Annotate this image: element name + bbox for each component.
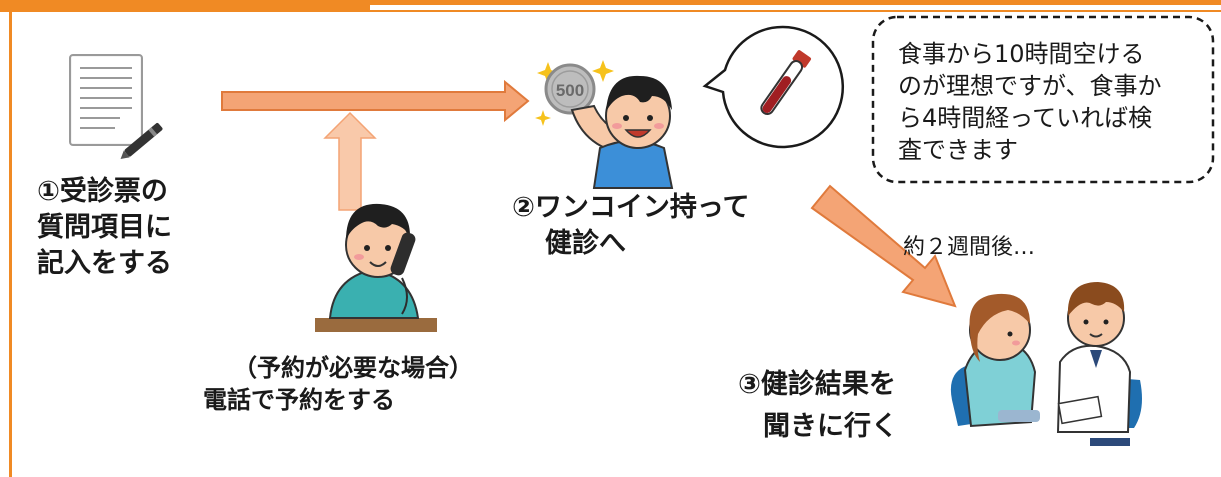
doctor-patient-icon <box>950 282 1142 446</box>
callout-box <box>871 15 1215 184</box>
frame-top-bar <box>0 0 1221 5</box>
step2-line-1: ②ワンコイン持って <box>512 192 750 223</box>
interval-note: 約２週間後… <box>903 235 1036 260</box>
coin-label: 500 <box>556 81 584 100</box>
step2-line-2: 健診へ <box>545 228 626 259</box>
step3-line-1: ③健診結果を <box>738 369 896 400</box>
frame-top-line <box>12 10 1221 12</box>
coin-person-icon: 500 <box>535 60 674 189</box>
reservation-line-1: （予約が必要な場合） <box>233 354 473 382</box>
step3-line-2: 聞きに行く <box>763 411 898 442</box>
step3-label: ③健診結果を 聞きに行く <box>738 364 898 448</box>
frame-left-bar <box>9 5 12 477</box>
reservation-label: （予約が必要な場合） 電話で予約をする <box>203 352 473 416</box>
phone-person-icon <box>315 203 437 332</box>
callout-text: 食事から10時間空ける のが理想ですが、食事か ら4時間経っていれば検 査できま… <box>898 38 1208 166</box>
callout-line-4: 査できます <box>898 136 1018 164</box>
callout-line-3: ら4時間経っていれば検 <box>898 104 1153 132</box>
arrow-step1-to-step2 <box>221 79 530 123</box>
step1-line-2: 質問項目に <box>37 212 172 243</box>
step1-line-3: 記入をする <box>37 248 172 279</box>
callout-line-1: 食事から10時間空ける <box>898 40 1145 68</box>
step1-label: ①受診票の 質問項目に 記入をする <box>37 174 172 282</box>
step1-line-1: ①受診票の <box>37 176 168 207</box>
callout-line-2: のが理想ですが、食事か <box>898 72 1162 100</box>
reservation-line-2: 電話で予約をする <box>203 386 395 414</box>
arrow-phone-up <box>323 111 377 211</box>
speech-bubble <box>702 25 844 149</box>
form-pen-icon <box>69 54 163 160</box>
blood-tube-icon <box>760 50 812 116</box>
frame-tab <box>0 0 370 12</box>
arrow-step2-to-step3 <box>810 184 957 308</box>
step2-label: ②ワンコイン持って 健診へ <box>512 190 750 262</box>
